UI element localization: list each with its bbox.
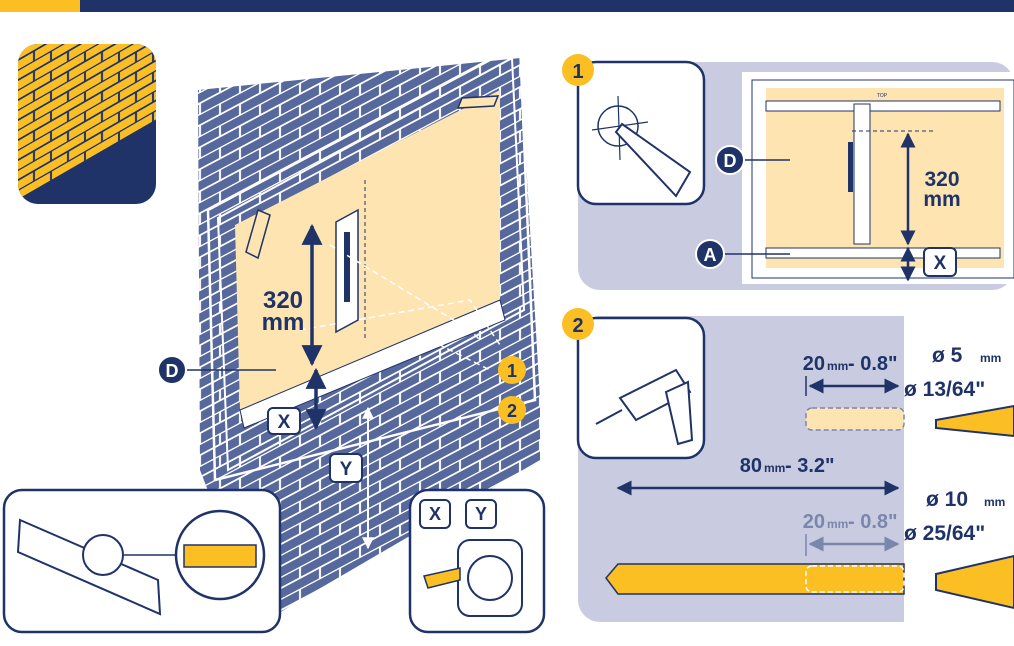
large-depth-mm-unit: mm [827,517,848,531]
header-bar [0,0,1014,12]
small-depth-mm: 20 [803,353,825,375]
large-length-in: - 3.2" [785,455,835,477]
large-dia-in: ø 25/64" [904,522,985,545]
tape-label-y: Y [475,504,487,524]
step2-badge-label: 2 [572,315,583,337]
step1-bracket [854,104,870,244]
step1-badge-a-label: A [704,245,717,265]
small-depth-mm-unit: mm [827,359,848,373]
large-dia-mm: ø 10 [926,488,968,511]
large-dia-mm-unit: mm [984,495,1005,509]
small-hole-dashed [806,408,904,430]
large-depth-in: - 0.8" [848,511,898,533]
label-y: Y [340,459,353,480]
bracket-slot [344,232,350,302]
step1-badge-d-label: D [724,151,737,171]
step1-top-text: TOP [877,93,888,99]
pencil-inset [578,62,704,204]
step1-dim-unit: mm [923,188,960,211]
step1-top-strip [766,101,1000,111]
level-bubble-small [83,535,123,575]
dim-unit-mm: mm [262,309,305,336]
brick-wall-icon [18,44,156,204]
step2-panel: 2 20 mm - 0.8" 80 mm - 3.2" 20 mm - 0.8"… [562,308,1014,622]
tape-label-x: X [429,504,441,524]
badge-d-label: D [166,361,179,381]
tape-strip-top [458,96,498,108]
small-dia-mm: ø 5 [932,344,963,367]
spirit-level-inset [4,490,280,632]
step1-template [766,88,1004,268]
step1-bottom-strip [766,248,1000,258]
step1-badge-label: 1 [572,61,583,83]
large-length-mm: 80 [740,455,762,477]
step-badge-1-label: 1 [507,361,517,381]
step-badge-2-label: 2 [507,401,517,421]
step1-label-x: X [934,253,947,274]
label-x: X [278,412,291,433]
large-length-mm-unit: mm [764,461,785,475]
level-vial [184,545,256,567]
large-hole-bar [606,564,904,594]
large-depth-mm: 20 [803,511,825,533]
step1-bracket-slot [848,142,853,192]
small-dia-mm-unit: mm [980,351,1001,365]
small-dia-in: ø 13/64" [904,378,985,401]
step1-panel: 1 TOP 320 mm X D A [562,54,1014,290]
header-accent [0,0,80,12]
tape-measure-inset: X Y [410,490,544,632]
small-depth-in: - 0.8" [848,353,898,375]
